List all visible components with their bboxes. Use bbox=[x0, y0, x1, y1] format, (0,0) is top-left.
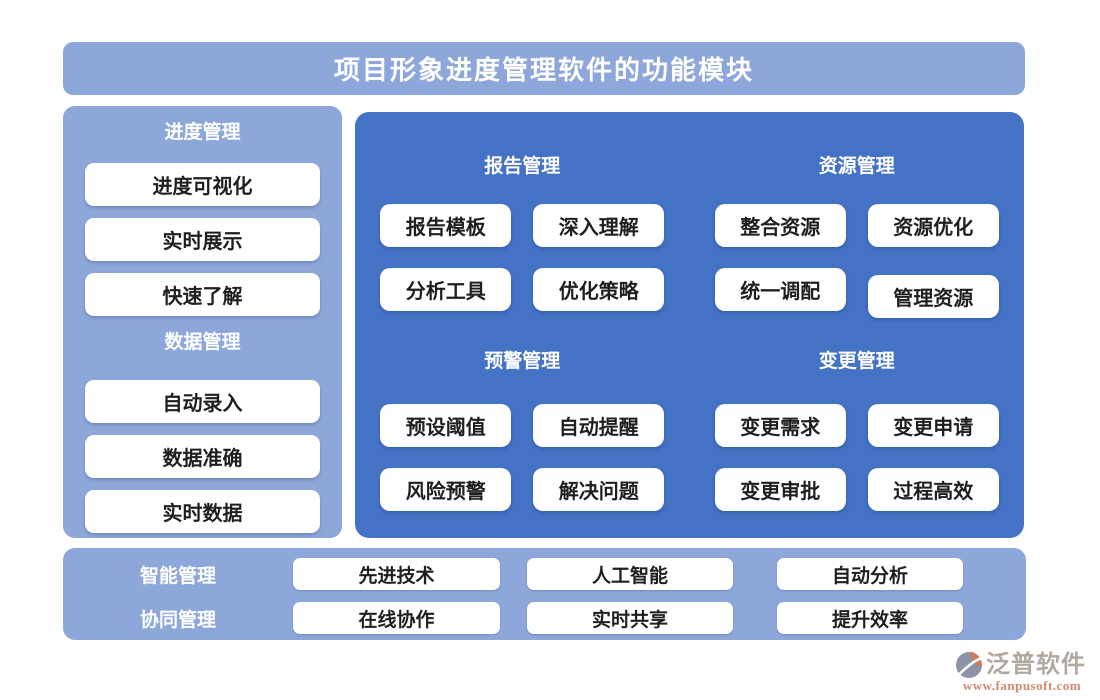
module-resource-optimization[interactable]: 资源优化 bbox=[867, 204, 999, 247]
brand-top-row: 泛普软件 bbox=[954, 650, 1086, 680]
module-manage-resources[interactable]: 管理资源 bbox=[867, 275, 999, 318]
module-change-demand[interactable]: 变更需求 bbox=[714, 404, 846, 447]
sidebar-item-auto-entry[interactable]: 自动录入 bbox=[85, 380, 320, 423]
module-process-efficiency[interactable]: 过程高效 bbox=[867, 468, 999, 511]
page-title: 项目形象进度管理软件的功能模块 bbox=[333, 55, 754, 85]
chip-auto-analysis[interactable]: 自动分析 bbox=[777, 558, 963, 590]
module-optimization-strategy[interactable]: 优化策略 bbox=[533, 268, 665, 311]
section-report-grid: 报告模板 深入理解 分析工具 优化策略 bbox=[380, 204, 665, 311]
chip-advanced-technology[interactable]: 先进技术 bbox=[293, 558, 500, 590]
module-preset-threshold[interactable]: 预设阈值 bbox=[380, 404, 512, 447]
chip-artificial-intelligence[interactable]: 人工智能 bbox=[527, 558, 733, 590]
footer-row-smart: 智能管理 先进技术 人工智能 自动分析 bbox=[63, 556, 1026, 592]
module-analysis-tools[interactable]: 分析工具 bbox=[380, 268, 512, 311]
sidebar-panel: 进度管理 进度可视化 实时展示 快速了解 数据管理 自动录入 数据准确 实时数据 bbox=[63, 106, 342, 538]
section-warning-management: 预警管理 预设阈值 自动提醒 风险预警 解决问题 bbox=[355, 338, 690, 538]
module-change-application[interactable]: 变更申请 bbox=[867, 404, 999, 447]
section-warning-grid: 预设阈值 自动提醒 风险预警 解决问题 bbox=[380, 404, 665, 511]
section-title-report: 报告管理 bbox=[484, 156, 561, 177]
module-deep-understanding[interactable]: 深入理解 bbox=[533, 204, 665, 247]
section-change-grid: 变更需求 变更申请 变更审批 过程高效 bbox=[714, 404, 999, 511]
brand-url: www.fanpusoft.com bbox=[962, 678, 1082, 693]
chip-realtime-sharing[interactable]: 实时共享 bbox=[527, 602, 733, 634]
chip-online-collaboration[interactable]: 在线协作 bbox=[293, 602, 500, 634]
footer-panel: 智能管理 先进技术 人工智能 自动分析 协同管理 在线协作 实时共享 提升效率 bbox=[63, 548, 1026, 640]
footer-row-collab: 协同管理 在线协作 实时共享 提升效率 bbox=[63, 600, 1026, 636]
sidebar-item-realtime-display[interactable]: 实时展示 bbox=[85, 218, 320, 261]
section-change-management: 变更管理 变更需求 变更申请 变更审批 过程高效 bbox=[690, 338, 1025, 538]
sidebar-item-realtime-data[interactable]: 实时数据 bbox=[85, 490, 320, 533]
sidebar-item-progress-visualization[interactable]: 进度可视化 bbox=[85, 163, 320, 206]
section-report-management: 报告管理 报告模板 深入理解 分析工具 优化策略 bbox=[355, 112, 690, 338]
sidebar-group-title-data: 数据管理 bbox=[164, 332, 241, 353]
section-resource-grid: 整合资源 资源优化 统一调配 管理资源 bbox=[714, 204, 999, 318]
brand-lockup: 泛普软件 www.fanpusoft.com bbox=[954, 650, 1090, 694]
section-resource-management: 资源管理 整合资源 资源优化 统一调配 管理资源 bbox=[690, 112, 1025, 338]
fanpu-logo-icon bbox=[954, 650, 984, 680]
section-title-change: 变更管理 bbox=[818, 351, 895, 372]
chip-improve-efficiency[interactable]: 提升效率 bbox=[777, 602, 963, 634]
header-banner: 项目形象进度管理软件的功能模块 bbox=[63, 42, 1025, 95]
module-risk-warning[interactable]: 风险预警 bbox=[380, 468, 512, 511]
sidebar-group-title-progress: 进度管理 bbox=[164, 122, 241, 143]
main-panel: 报告管理 报告模板 深入理解 分析工具 优化策略 资源管理 整合资源 资源优化 … bbox=[355, 112, 1024, 538]
brand-name: 泛普软件 bbox=[986, 651, 1086, 678]
section-title-warning: 预警管理 bbox=[484, 351, 561, 372]
module-problem-solving[interactable]: 解决问题 bbox=[533, 468, 665, 511]
footer-label-smart-management: 智能管理 bbox=[139, 565, 216, 587]
module-integrate-resources[interactable]: 整合资源 bbox=[714, 204, 846, 247]
module-change-approval[interactable]: 变更审批 bbox=[714, 468, 846, 511]
module-auto-reminder[interactable]: 自动提醒 bbox=[533, 404, 665, 447]
sidebar-item-quick-understanding[interactable]: 快速了解 bbox=[85, 273, 320, 316]
section-title-resource: 资源管理 bbox=[818, 156, 895, 177]
module-unified-allocation[interactable]: 统一调配 bbox=[714, 268, 846, 311]
sidebar-item-data-accuracy[interactable]: 数据准确 bbox=[85, 435, 320, 478]
footer-label-collaborative-management: 协同管理 bbox=[139, 609, 216, 631]
module-report-template[interactable]: 报告模板 bbox=[380, 204, 512, 247]
